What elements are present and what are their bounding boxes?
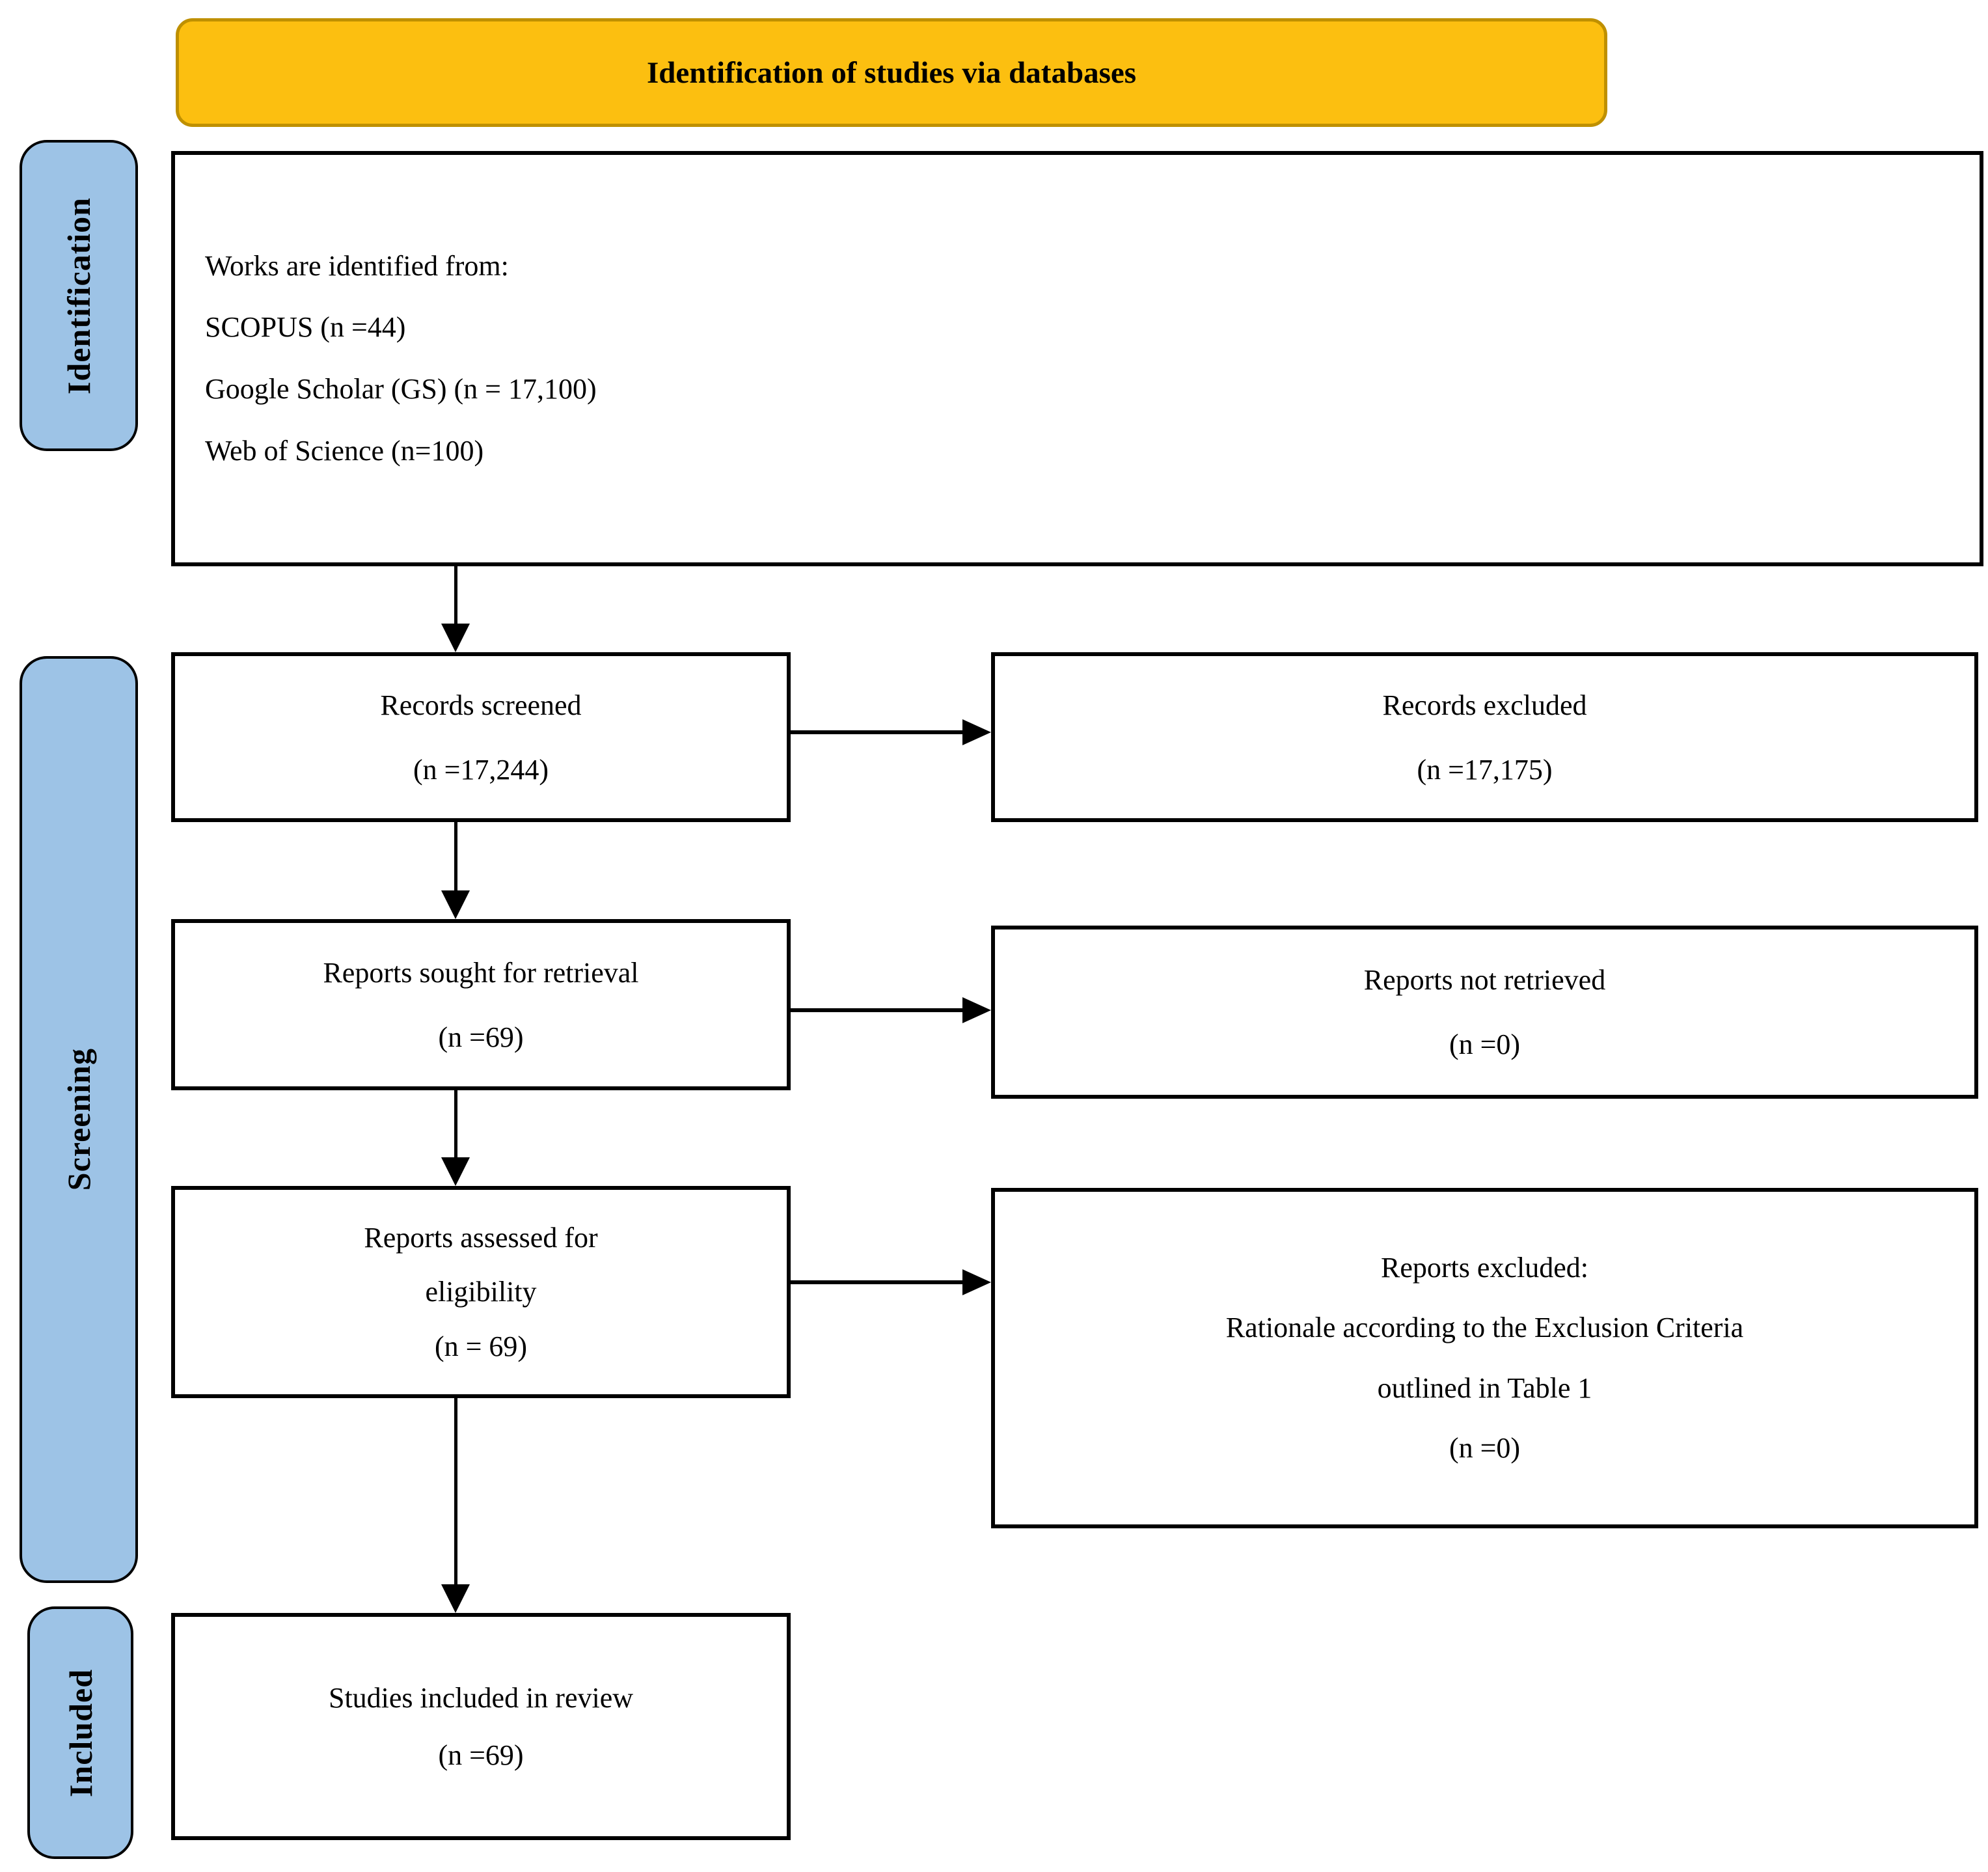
box-reports-sought: Reports sought for retrieval (n =69) — [171, 919, 791, 1090]
arrow-down-icon — [441, 624, 470, 652]
arrow-right-icon — [962, 997, 991, 1023]
connector-line — [454, 822, 457, 892]
box-line: (n =0) — [1449, 1431, 1521, 1464]
connector-line — [454, 566, 457, 626]
arrow-down-icon — [441, 1157, 470, 1186]
arrow-right-icon — [962, 719, 991, 745]
box-line: Reports not retrieved — [1363, 964, 1606, 996]
box-line: Reports excluded: — [1381, 1251, 1588, 1284]
box-line: outlined in Table 1 — [1377, 1371, 1592, 1404]
box-line: SCOPUS (n =44) — [205, 311, 406, 344]
box-reports-not-retrieved: Reports not retrieved (n =0) — [991, 926, 1978, 1099]
connector-line — [454, 1090, 457, 1159]
box-studies-included: Studies included in review (n =69) — [171, 1613, 791, 1840]
stage-label-included-text: Included — [62, 1668, 99, 1797]
box-line: Reports sought for retrieval — [323, 956, 639, 989]
arrow-down-icon — [441, 1584, 470, 1613]
box-line: Google Scholar (GS) (n = 17,100) — [205, 373, 597, 405]
box-line: (n =69) — [438, 1021, 524, 1053]
box-reports-assessed: Reports assessed for eligibility (n = 69… — [171, 1186, 791, 1398]
header-title: Identification of studies via databases — [646, 55, 1137, 90]
box-identification-sources: Works are identified from: SCOPUS (n =44… — [171, 151, 1983, 566]
stage-label-screening-text: Screening — [61, 1048, 97, 1191]
box-line: Reports assessed for — [364, 1221, 598, 1254]
box-line: Rationale according to the Exclusion Cri… — [1225, 1312, 1744, 1344]
box-line: Records excluded — [1382, 689, 1587, 721]
box-line: (n =69) — [438, 1739, 524, 1771]
connector-line — [791, 1280, 964, 1284]
stage-label-screening: Screening — [20, 656, 138, 1583]
box-line: Web of Science (n=100) — [205, 434, 484, 467]
box-line: Records screened — [380, 689, 582, 721]
box-line: (n =0) — [1449, 1028, 1521, 1060]
arrow-down-icon — [441, 890, 470, 919]
box-records-screened: Records screened (n =17,244) — [171, 652, 791, 822]
box-line: (n = 69) — [434, 1330, 528, 1362]
connector-line — [791, 1008, 964, 1012]
box-line: (n =17,244) — [413, 753, 549, 786]
box-line: Works are identified from: — [205, 249, 509, 282]
arrow-right-icon — [962, 1269, 991, 1295]
stage-label-identification-text: Identification — [61, 197, 97, 394]
stage-label-included: Included — [27, 1606, 133, 1859]
header-banner: Identification of studies via databases — [176, 18, 1607, 127]
connector-line — [791, 730, 964, 734]
box-line: eligibility — [425, 1276, 537, 1308]
box-records-excluded: Records excluded (n =17,175) — [991, 652, 1978, 822]
box-reports-excluded: Reports excluded: Rationale according to… — [991, 1188, 1978, 1528]
box-line: (n =17,175) — [1417, 753, 1553, 786]
box-line: Studies included in review — [328, 1681, 633, 1714]
stage-label-identification: Identification — [20, 140, 138, 451]
connector-line — [454, 1398, 457, 1586]
